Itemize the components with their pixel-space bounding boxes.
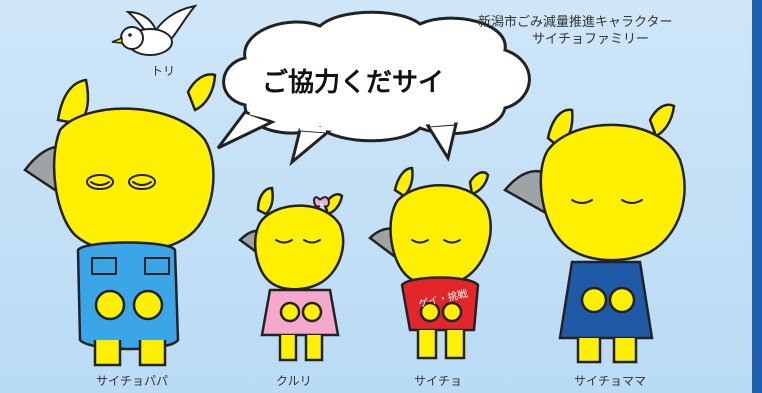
header-line-2: サイチョファミリー [532, 32, 650, 47]
bird-icon [111, 4, 198, 56]
character-mama [503, 103, 686, 364]
speech-bubble-text: ご協力くだサイ [262, 68, 445, 98]
name-papa: サイチョパパ [96, 374, 169, 388]
name-mama: サイチョママ [574, 374, 647, 388]
header-line-1: 新潟市ごみ減量推進キャラクター [478, 15, 673, 30]
character-saicho [368, 166, 492, 360]
character-kururi [238, 186, 345, 362]
name-kururi: クルリ [276, 374, 312, 388]
name-saicho: サイチョ [414, 374, 463, 388]
character-papa [23, 73, 217, 367]
speech-bubble [216, 10, 531, 167]
right-edge-bar [752, 0, 762, 393]
bird-label: トリ [151, 64, 176, 78]
